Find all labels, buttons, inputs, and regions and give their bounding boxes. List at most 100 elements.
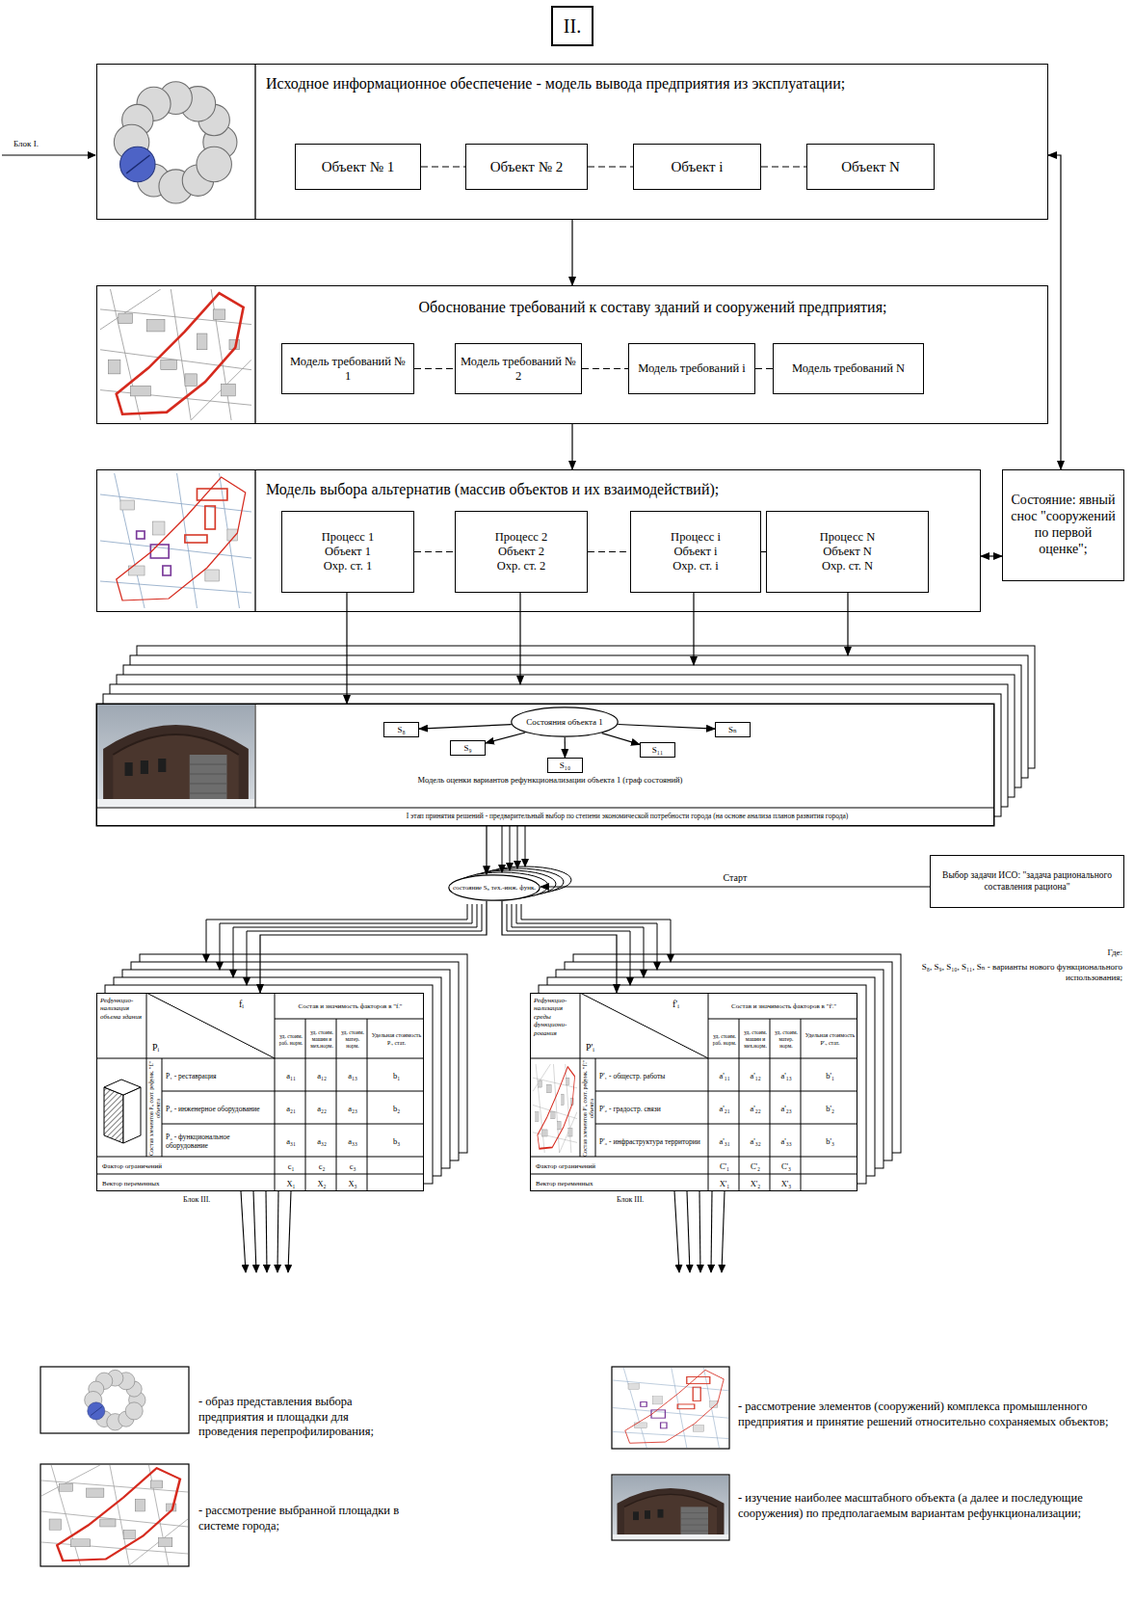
node-text: Обоснование требований к составу зданий … bbox=[256, 297, 1050, 317]
edge-label: Старт bbox=[721, 871, 750, 885]
table-cell-text: a₃₂ bbox=[307, 1125, 337, 1157]
node-text: I этап принятия решений - предварительны… bbox=[261, 811, 994, 820]
legend-text: - образ представления выбора предприятия… bbox=[198, 1394, 405, 1440]
table-cell-text: a'₃₃ bbox=[771, 1125, 801, 1157]
state-ellipse: Состояния объекта 1 bbox=[510, 706, 619, 738]
node-text: Состояние: явный снос "сооружений по пер… bbox=[1008, 492, 1118, 557]
state-box: Состояние: явный снос "сооружений по пер… bbox=[1002, 469, 1125, 581]
table-cell-text: P₃ - функциональное оборудование bbox=[164, 1125, 275, 1157]
state-variant-box: S₈ bbox=[383, 721, 420, 738]
node-text: Модель требований № 2 bbox=[459, 354, 578, 384]
table-cell-text: b₃ bbox=[369, 1125, 424, 1157]
connector bbox=[485, 825, 487, 874]
card-stack bbox=[96, 645, 1035, 826]
object-box: Объект № 1 bbox=[294, 143, 422, 190]
node-text: S₉ bbox=[463, 742, 472, 754]
enterprise-ring-image bbox=[113, 81, 238, 204]
node-text: Рефункцио- нализация объема здания bbox=[100, 996, 147, 1021]
selected-state-ellipse: состояние S₈ тех.-инж. функ. bbox=[448, 873, 541, 901]
table-cell-text: уд. стоим. матер. норм. bbox=[338, 1020, 368, 1058]
node-text: Объект 2 bbox=[498, 544, 545, 559]
legend-plan-image bbox=[612, 1367, 729, 1448]
table-cell-text: Состав элементов Pᵢ, соот. рефунк. "fᵢ" … bbox=[147, 1058, 163, 1158]
node-text: Охр. ст. 1 bbox=[323, 558, 372, 574]
table-cell-text: уд. стоим. раб. норм. bbox=[276, 1020, 306, 1058]
process-box: Процесс NОбъект NОхр. ст. N bbox=[765, 510, 929, 593]
legend-frame bbox=[611, 1366, 730, 1449]
connector bbox=[581, 368, 629, 370]
node-text: S₈ bbox=[396, 724, 405, 736]
table-grid bbox=[529, 992, 858, 1191]
legend-photo-image bbox=[612, 1475, 729, 1539]
node-text: Процесс 2 bbox=[495, 529, 549, 545]
node-text: Модель оценки вариантов рефункционализац… bbox=[318, 774, 782, 785]
output-arrows bbox=[240, 1190, 725, 1272]
bundle-lines bbox=[501, 825, 526, 872]
connector bbox=[761, 165, 807, 167]
table-cell-text: X₂ bbox=[307, 1175, 337, 1191]
legend-text: - рассмотрение выбранной площадки в сист… bbox=[198, 1503, 405, 1533]
node-text: Объект № 2 bbox=[490, 158, 563, 176]
node-text: Объект i bbox=[673, 544, 717, 559]
connector bbox=[540, 885, 930, 887]
environment-map-icon bbox=[532, 1063, 578, 1153]
building-volume-icon bbox=[104, 1079, 141, 1143]
object-box: Объект i bbox=[632, 143, 762, 190]
legend-ring-image bbox=[84, 1369, 146, 1430]
table-grid bbox=[96, 992, 424, 1191]
node-text: Исходное информационное обеспечение - мо… bbox=[265, 74, 1037, 93]
process-box: Процесс 1Объект 1Охр. ст. 1 bbox=[281, 510, 415, 593]
table-cell-text: a₁₁ bbox=[276, 1059, 306, 1091]
table-cell-text: c₁ bbox=[276, 1158, 306, 1174]
connector bbox=[602, 733, 640, 745]
table-cell-text: Состав и значимость факторов в "fᵢ" bbox=[276, 994, 424, 1019]
state-variant-box: S₁₀ bbox=[547, 757, 583, 773]
table-cell-text: C'₂ bbox=[740, 1158, 770, 1174]
table-cell-text: Pᵢ bbox=[151, 1039, 186, 1055]
node-text: Процесс 1 bbox=[321, 529, 375, 545]
table-cell-text: P₁ - реставрация bbox=[164, 1059, 275, 1091]
site-plan-image bbox=[100, 473, 252, 608]
state-variant-box: Sₙ bbox=[714, 721, 751, 738]
table-cell-text: a₂₂ bbox=[307, 1092, 337, 1124]
table-cell-text: b'₂ bbox=[802, 1092, 858, 1124]
table-cell-text: c₂ bbox=[307, 1158, 337, 1174]
connector bbox=[1048, 155, 1061, 470]
node-text: Охр. ст. 2 bbox=[497, 558, 546, 574]
connector bbox=[587, 165, 633, 167]
table-cell-text: P'₁ - общестр. работы bbox=[598, 1059, 709, 1091]
block-illustrations bbox=[100, 63, 256, 612]
graph-card: Модель оценки вариантов рефункционализац… bbox=[96, 703, 995, 826]
process-box: Процесс iОбъект iОхр. ст. i bbox=[630, 510, 762, 593]
table-fronts bbox=[96, 992, 858, 1191]
node-text: S₁₁ bbox=[652, 744, 663, 756]
process-box: Процесс 2Объект 2Охр. ст. 2 bbox=[454, 510, 588, 593]
table-cell-text: fᵢ bbox=[237, 996, 273, 1012]
table-cell-text: c₃ bbox=[338, 1158, 368, 1174]
table-cell-text: уд. стоим. раб. норм. bbox=[710, 1020, 739, 1058]
block-reference: Блок I. bbox=[13, 138, 91, 150]
legend-frame bbox=[40, 1366, 189, 1433]
table-cell-text: a₁₂ bbox=[307, 1059, 337, 1091]
node-text: Объект N bbox=[841, 158, 900, 176]
node-text: Рефункцио- нализация среды функциони- ро… bbox=[533, 996, 581, 1037]
connector bbox=[345, 592, 347, 704]
table-ground bbox=[96, 992, 424, 1191]
connector bbox=[421, 165, 466, 167]
table-cell-text: a'₂₂ bbox=[740, 1092, 770, 1124]
table-cell-text: уд. стоим. машин и мех.норм. bbox=[307, 1020, 337, 1058]
table-cell-text: b'₁ bbox=[802, 1059, 858, 1091]
block-box: Исходное информационное обеспечение - мо… bbox=[96, 63, 1049, 220]
connector bbox=[414, 551, 455, 553]
table-cell-text: b₂ bbox=[369, 1092, 424, 1124]
table-cell-text: f'ᵢ bbox=[671, 996, 707, 1012]
node-text: S₁₀ bbox=[559, 760, 571, 771]
table-cell-text: C'₁ bbox=[710, 1158, 739, 1174]
node-text: состояние S₈ тех.-инж. функ. bbox=[452, 883, 536, 892]
connector bbox=[571, 423, 573, 470]
table-cell-text: Состав и значимость факторов в "f'ᵢ" bbox=[710, 994, 858, 1019]
connector bbox=[564, 737, 566, 758]
block-one-input-arrow bbox=[1, 155, 96, 157]
